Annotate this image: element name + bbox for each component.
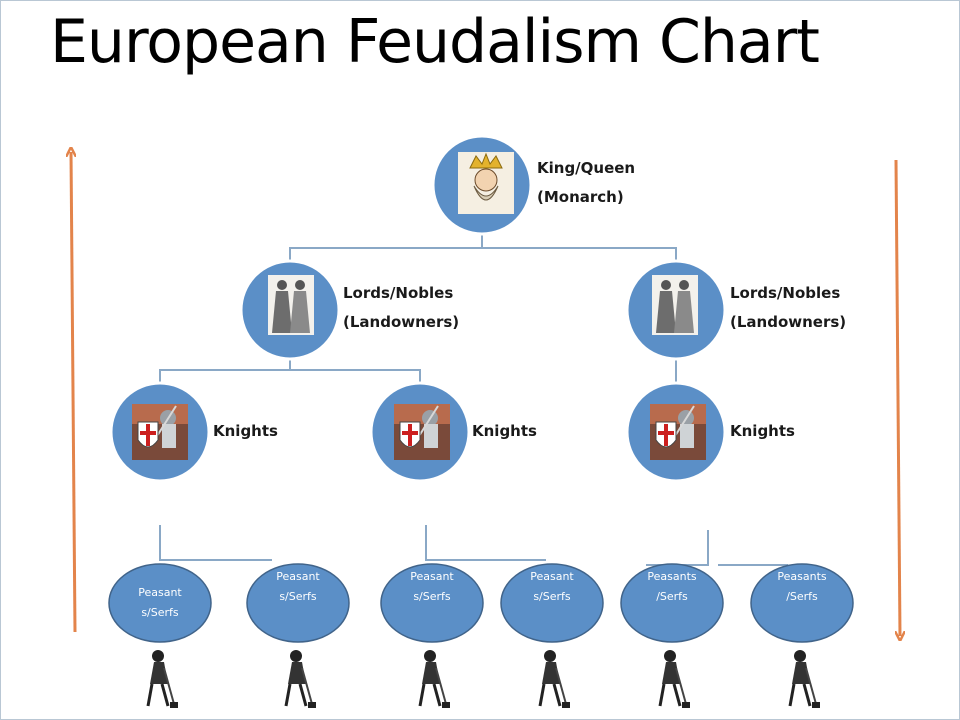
peasant-figures (146, 648, 822, 710)
peasant-label-line1: Peasants (647, 570, 697, 583)
crusader-knight-icon (649, 403, 707, 461)
lord-node-right (625, 259, 727, 361)
crusader-knight-icon (131, 403, 189, 461)
knight-label-1: Knights (213, 422, 278, 440)
peasant-figure-icon (538, 648, 572, 710)
monarch-label: King/Queen (Monarch) (537, 154, 635, 212)
connector-knight-peasant-2 (425, 525, 546, 561)
nobles-icon (268, 275, 314, 335)
connector-knight-peasant-3a (646, 530, 709, 566)
peasant-node-4 (500, 563, 604, 643)
peasant-label-line1: Peasants (777, 570, 827, 583)
peasant-label-line2: s/Serfs (413, 590, 451, 603)
peasant-node-2 (246, 563, 350, 643)
connector-lord-knight-2 (290, 369, 421, 386)
lord-label-line1: Lords/Nobles (730, 284, 841, 302)
peasant-figure-icon (788, 648, 822, 710)
peasant-label-line2: s/Serfs (141, 606, 179, 619)
peasant-label-line1: Peasant (530, 570, 574, 583)
connector-knight-peasant-1 (159, 525, 272, 561)
peasant-label-1: Peasant s/Serfs (110, 583, 210, 623)
peasant-label-line2: s/Serfs (279, 590, 317, 603)
monarch-label-line2: (Monarch) (537, 188, 624, 206)
up-arrow-icon (71, 152, 77, 633)
peasant-figure-icon (146, 648, 180, 710)
peasant-figure-icon (658, 648, 692, 710)
knight-label-3: Knights (730, 422, 795, 440)
knight-node-1 (109, 381, 211, 483)
lord-label-right: Lords/Nobles (Landowners) (730, 279, 846, 337)
peasant-label-3: Peasant s/Serfs (382, 567, 482, 607)
peasant-node-5 (620, 563, 724, 643)
down-arrow-icon (894, 159, 900, 636)
peasant-node-3 (380, 563, 484, 643)
monarch-label-line1: King/Queen (537, 159, 636, 177)
lord-label-left: Lords/Nobles (Landowners) (343, 279, 459, 337)
peasant-node-6 (750, 563, 854, 643)
peasant-label-line2: /Serfs (786, 590, 818, 603)
connector-monarch-lord-left (289, 235, 483, 262)
peasant-label-line1: Peasant (138, 586, 182, 599)
lord-label-line1: Lords/Nobles (343, 284, 454, 302)
peasant-label-line1: Peasant (276, 570, 320, 583)
page-title: European Feudalism Chart (50, 7, 820, 77)
peasant-label-line2: /Serfs (656, 590, 688, 603)
knight-node-3 (625, 381, 727, 483)
connector-monarch-lord-right (482, 247, 677, 262)
peasant-figure-icon (418, 648, 452, 710)
connector-lines (159, 235, 788, 566)
peasant-figure-icon (284, 648, 318, 710)
peasant-nodes (108, 563, 854, 643)
peasant-label-4: Peasant s/Serfs (502, 567, 602, 607)
monarch-node (431, 134, 533, 236)
peasant-label-2: Peasant s/Serfs (248, 567, 348, 607)
lord-label-line2: (Landowners) (343, 313, 460, 331)
peasant-label-6: Peasants /Serfs (752, 567, 852, 607)
lord-label-line2: (Landowners) (730, 313, 847, 331)
peasant-label-line2: s/Serfs (533, 590, 571, 603)
connector-lord-knight-1 (159, 358, 291, 386)
crowned-king-icon (458, 152, 514, 214)
lord-node-left (239, 259, 341, 361)
nobles-icon (652, 275, 698, 335)
crusader-knight-icon (393, 403, 451, 461)
peasant-label-line1: Peasant (410, 570, 454, 583)
peasant-label-5: Peasants /Serfs (622, 567, 722, 607)
peasant-node-1 (108, 563, 212, 643)
knight-label-2: Knights (472, 422, 537, 440)
knight-node-2 (369, 381, 471, 483)
